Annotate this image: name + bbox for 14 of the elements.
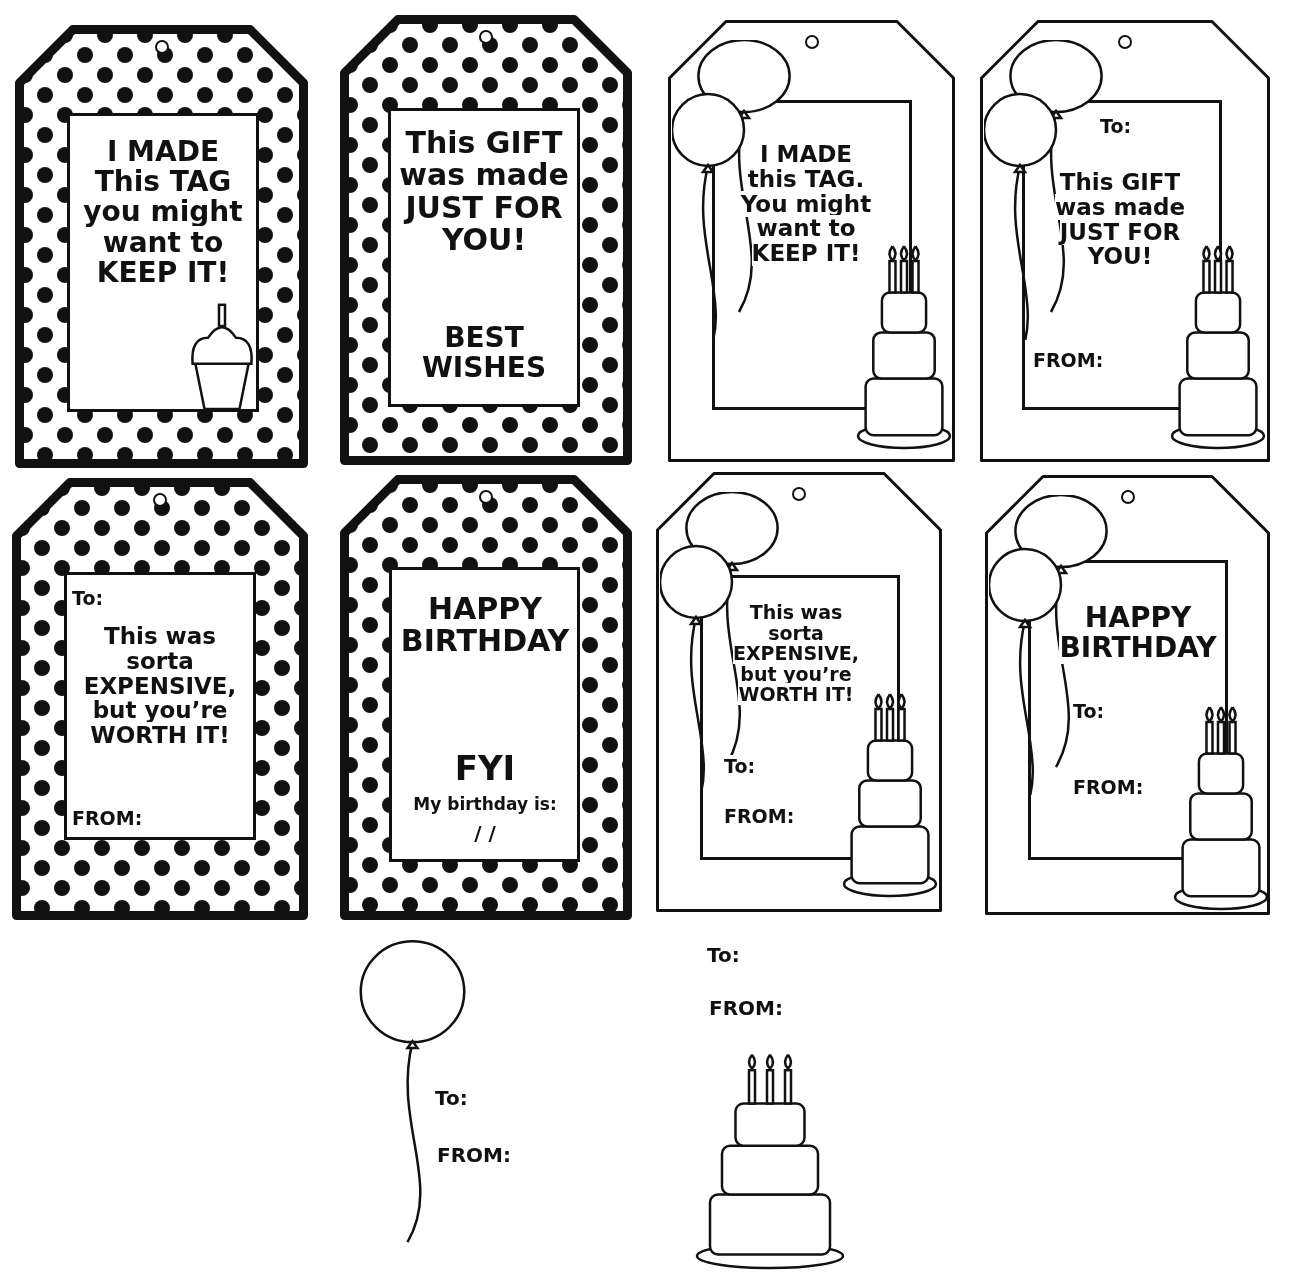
tag-text: / / [473,823,497,845]
gift-tag [15,25,308,468]
gift-tag [656,472,942,912]
gift-tag [340,15,632,465]
gift-tag [340,475,632,920]
fill-in-label: FROM: [709,996,783,1020]
gift-tag [12,478,308,920]
gift-tag [980,20,1270,462]
gift-tag [668,20,955,462]
gift-tag [985,475,1270,915]
fill-in-label: FROM: [437,1143,511,1167]
fill-in-label: To: [435,1086,468,1110]
tag-text: My birthday is: [412,795,558,814]
fill-in-label: To: [707,943,740,967]
